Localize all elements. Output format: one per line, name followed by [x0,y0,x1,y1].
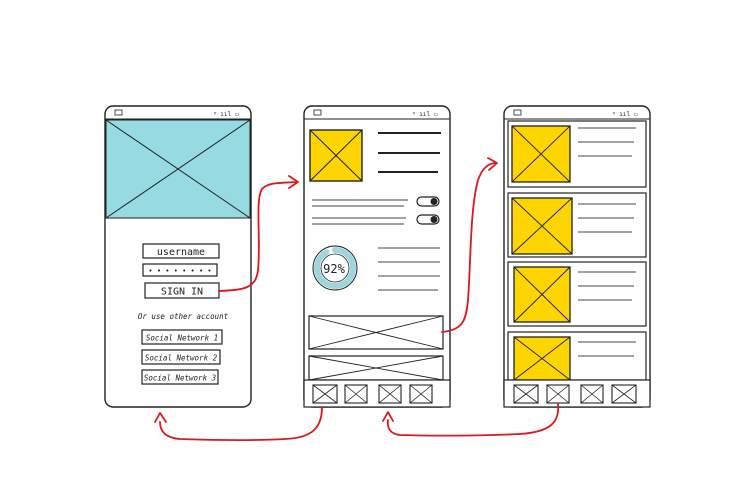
nav-tab-1[interactable] [312,384,338,404]
progress-gauge: 92% [312,245,358,291]
banner-placeholder-1 [308,315,444,350]
status-bar: ᵑ ııl ▭ [313,109,438,118]
arrow-nav-to-login [159,406,323,442]
status-bar: ᵑ ııl ▭ [114,109,239,118]
image-thumbnail [309,129,363,182]
bottom-nav [503,379,651,408]
banner-placeholder-2 [308,355,444,381]
arrow-banner-to-list [441,162,497,333]
nav-tab-1[interactable] [513,384,539,404]
status-bar: ᵑ ııl ▭ [513,109,638,118]
progress-arc [314,247,356,289]
arrowhead [154,412,167,423]
toggle-row-2 [312,217,406,225]
alt-account-text: Or use other account [138,312,229,321]
arrowhead [382,411,394,422]
battery-icon: ▭ [235,111,239,118]
stat-lines [378,247,440,291]
arrowhead [487,157,498,171]
toggle-switch-1[interactable] [416,196,440,207]
signin-button[interactable]: SIGN IN [144,282,220,299]
social-button-2[interactable]: Social Network 2 [141,349,221,365]
social-label-3: Social Network 3 [144,374,217,383]
password-field[interactable]: • • • • • • • • [142,263,218,277]
text-block [378,132,441,173]
nav-tab-4[interactable] [611,384,637,404]
phone-dashboard: ᵑ ııl ▭ [303,105,451,408]
signal-icon: ᵑ ııl [412,111,430,118]
battery-icon: ▭ [434,111,438,118]
list-item[interactable] [507,120,647,188]
arrow-list-nav-to-dashboard-nav [386,403,559,437]
list-item[interactable] [507,261,647,327]
flow-arrows [154,157,559,442]
username-label: username [157,247,205,258]
nav-tab-4[interactable] [409,384,433,404]
nav-tab-3[interactable] [580,384,604,404]
mail-icon [513,109,522,116]
phone-list: ᵑ ııl ▭ [503,105,651,408]
arrow-signin-to-dashboard [218,181,298,292]
mail-icon [114,109,123,116]
social-label-2: Social Network 2 [145,354,218,363]
arrowhead [288,175,299,189]
social-label-1: Social Network 1 [146,334,218,343]
list-item[interactable] [507,192,647,258]
social-button-3[interactable]: Social Network 3 [141,369,219,385]
nav-tab-3[interactable] [378,384,402,404]
nav-tab-2[interactable] [546,384,570,404]
progress-label: 92% [323,262,345,276]
list-item[interactable] [507,331,647,381]
username-field[interactable]: username [142,243,220,259]
toggle-row-1 [312,199,408,207]
phone-login: ᵑ ııl ▭ username • • • • • • • • SIGN IN… [104,105,252,408]
social-button-1[interactable]: Social Network 1 [141,329,223,345]
mail-icon [313,109,322,116]
signin-label: SIGN IN [161,287,203,298]
bottom-nav [303,379,451,408]
toggle-switch-2[interactable] [416,214,440,225]
signal-icon: ᵑ ııl [612,111,630,118]
nav-tab-2[interactable] [344,384,368,404]
signal-icon: ᵑ ııl [213,111,231,118]
battery-icon: ▭ [634,111,638,118]
password-mask: • • • • • • • • [148,267,211,275]
hero-image-placeholder [105,119,251,219]
